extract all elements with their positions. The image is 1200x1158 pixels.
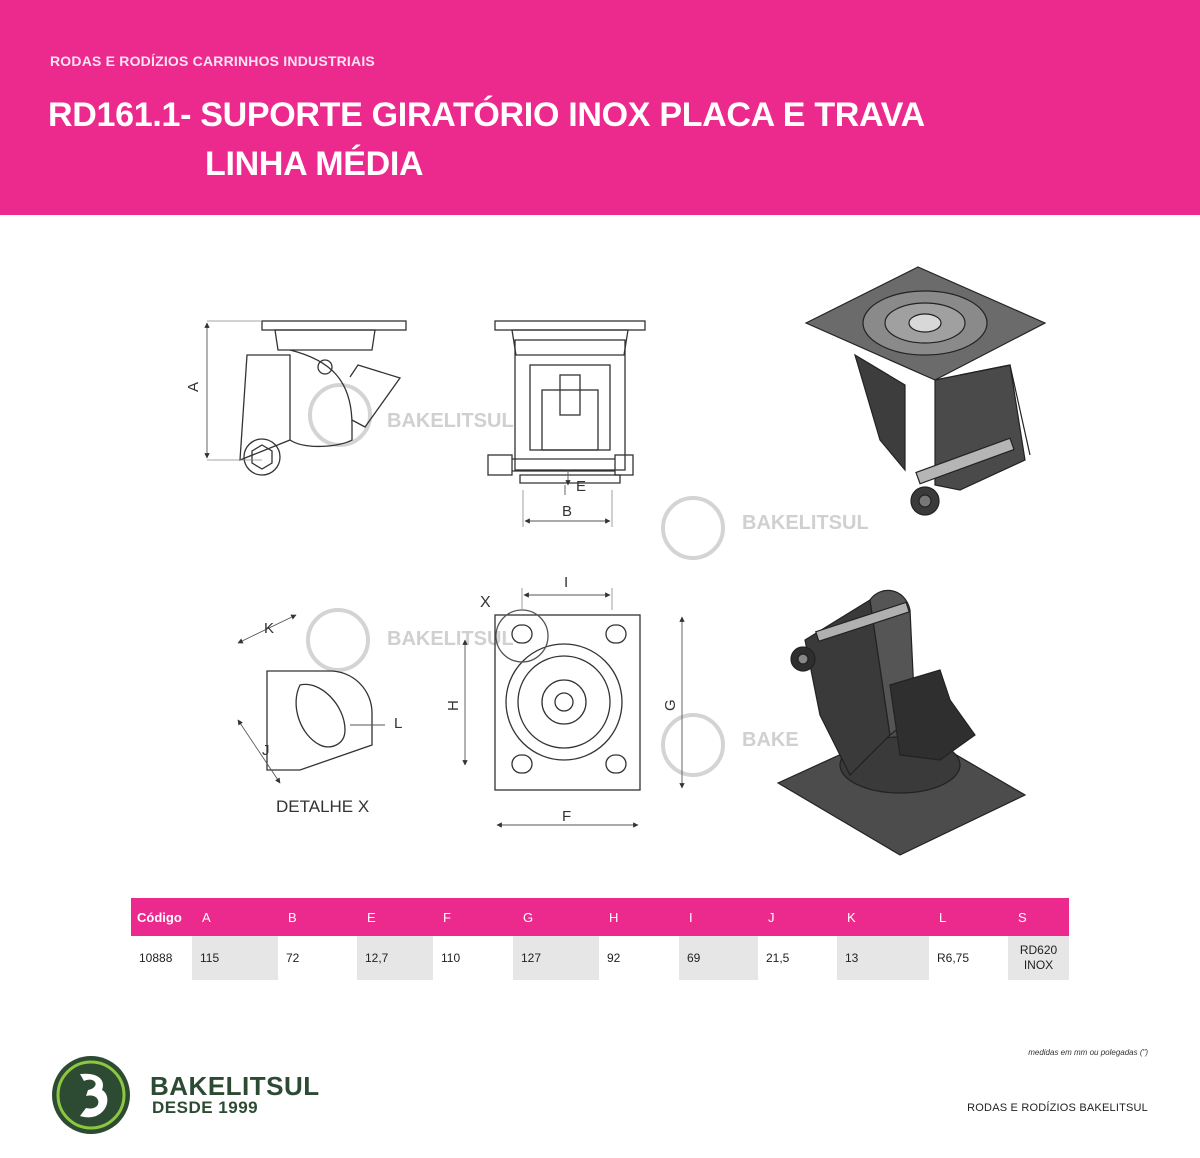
column-header: S (1008, 898, 1069, 936)
table-cell: 12,7 (357, 936, 433, 980)
dim-label-a: A (185, 382, 202, 392)
table-cell: 69 (679, 936, 758, 980)
column-header: G (513, 898, 599, 936)
isometric-view-bottom (776, 589, 1027, 856)
column-header: H (599, 898, 679, 936)
footer-text: RODAS E RODÍZIOS BAKELITSUL (967, 1102, 1148, 1114)
spec-table: Código A B E F G H I J K L S 10888 115 7… (131, 898, 1069, 980)
watermark-text: BAKELITSUL (742, 512, 869, 534)
detail-x-view (237, 614, 385, 784)
watermark-4: BAKE (661, 713, 799, 777)
column-header: A (192, 898, 278, 936)
detail-caption: DETALHE X (276, 797, 369, 816)
dim-label-l: L (394, 715, 402, 732)
dim-label-b: B (562, 503, 572, 520)
table-cell: 110 (441, 951, 461, 965)
table-cell: RD620 INOX (1008, 936, 1069, 980)
dim-label-j: J (262, 742, 270, 759)
watermark-2: BAKELITSUL (661, 496, 869, 560)
page-title-line1: RD161.1- SUPORTE GIRATÓRIO INOX PLACA E … (48, 96, 925, 134)
side-view (204, 320, 407, 476)
column-header: E (357, 898, 433, 936)
table-header-row: Código A B E F G H I J K L S (131, 898, 1069, 936)
table-cell: R6,75 (937, 951, 970, 965)
column-header: I (679, 898, 758, 936)
column-header: J (758, 898, 837, 936)
dim-label-x: X (480, 594, 491, 611)
table-cell: 21,5 (766, 951, 790, 965)
technical-drawing: BAKELITSUL BAKELITSUL BAKELITSUL BAKE A (185, 266, 1047, 856)
table-row: 10888 115 72 12,7 110 127 92 69 21,5 13 … (131, 936, 1069, 980)
column-header: B (278, 898, 357, 936)
dim-label-h: H (445, 700, 462, 711)
bakelitsul-logo-icon (52, 1056, 130, 1134)
plate-top-view (462, 588, 685, 828)
table-cell: 127 (513, 936, 599, 980)
header-banner: RODAS E RODÍZIOS CARRINHOS INDUSTRIAIS R… (0, 0, 1200, 215)
watermark-1: BAKELITSUL (308, 383, 514, 447)
brand-name: BAKELITSUL (150, 1071, 320, 1101)
dim-label-i: I (564, 574, 568, 591)
units-footnote: medidas em mm ou polegadas (") (1028, 1048, 1148, 1057)
watermark-text: BAKELITSUL (387, 410, 514, 432)
watermark-text: BAKELITSUL (387, 628, 514, 650)
column-header: Código (131, 898, 192, 936)
column-header: F (433, 898, 513, 936)
front-view (487, 320, 646, 527)
column-header: K (837, 898, 929, 936)
isometric-view-top (804, 266, 1047, 516)
page-title-line2: LINHA MÉDIA (205, 145, 424, 183)
watermark-text: BAKE (742, 729, 799, 751)
brand-since: DESDE 1999 (152, 1098, 259, 1117)
table-cell: 72 (286, 951, 300, 965)
header-subtitle: RODAS E RODÍZIOS CARRINHOS INDUSTRIAIS (50, 53, 375, 69)
table-cell: 92 (607, 951, 621, 965)
table-cell: 13 (837, 936, 929, 980)
dim-label-k: K (264, 620, 274, 637)
dim-label-e: E (576, 478, 586, 495)
column-header: L (929, 898, 1008, 936)
table-cell: 115 (192, 936, 278, 980)
watermark-3: BAKELITSUL (306, 608, 514, 672)
table-cell: 10888 (139, 951, 173, 965)
dim-label-g: G (662, 699, 679, 711)
dim-label-f: F (562, 808, 571, 825)
